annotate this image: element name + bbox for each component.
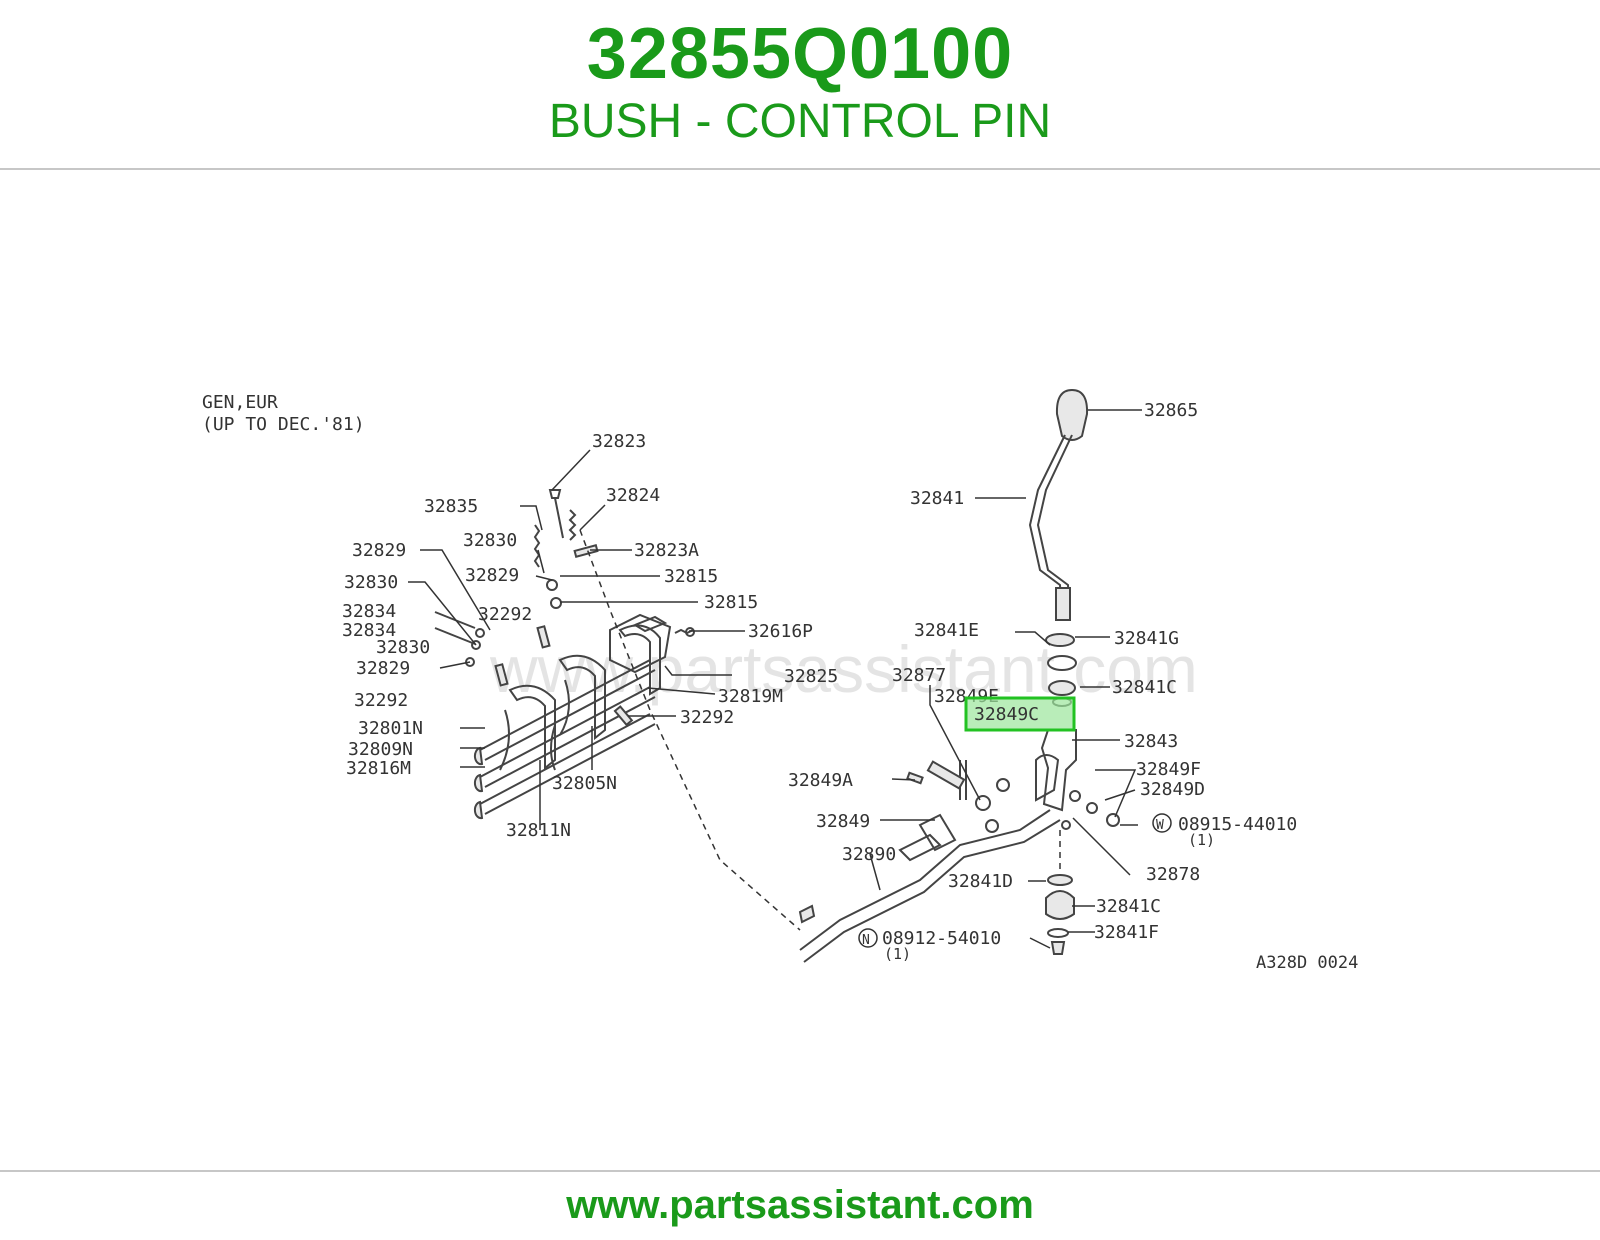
washer-symbol-w: W xyxy=(1156,818,1164,833)
callout-32843: 32843 xyxy=(1124,731,1178,752)
callout-32841G: 32841G xyxy=(1114,628,1179,649)
callout-32877: 32877 xyxy=(892,665,946,686)
callout-32830-b: 32830 xyxy=(344,572,398,593)
callout-32825: 32825 xyxy=(784,666,838,687)
figure-code: A328D 0024 xyxy=(1256,953,1358,973)
callout-32878: 32878 xyxy=(1146,864,1200,885)
shift-lever-assembly xyxy=(798,388,1120,963)
nut-symbol-circle xyxy=(858,928,878,948)
callout-32829-a: 32829 xyxy=(352,540,406,561)
callout-32841E: 32841E xyxy=(914,620,979,641)
callout-32809N: 32809N xyxy=(348,739,413,760)
callout-32841C-b: 32841C xyxy=(1096,896,1161,917)
highlight-box xyxy=(964,696,1076,732)
callout-32823A: 32823A xyxy=(634,540,699,561)
callout-32865: 32865 xyxy=(1144,400,1198,421)
callout-32829-b: 32829 xyxy=(465,565,519,586)
leader-lines xyxy=(408,409,1142,949)
bottom-divider xyxy=(0,1170,1600,1172)
nut-symbol-n: N xyxy=(862,933,870,948)
top-divider xyxy=(0,168,1600,170)
callout-32830-c: 32830 xyxy=(376,637,430,658)
callout-32824: 32824 xyxy=(606,485,660,506)
callout-32834-a: 32834 xyxy=(342,601,396,622)
callout-32841C-a: 32841C xyxy=(1112,677,1177,698)
shift-fork-assembly xyxy=(434,489,801,931)
callout-32835: 32835 xyxy=(424,496,478,517)
callout-32292-a: 32292 xyxy=(478,604,532,625)
callout-labels: 32865 32841 32823 32824 32835 32823A 328… xyxy=(342,400,1358,973)
diagram-note-line2: (UP TO DEC.'81) xyxy=(202,414,365,435)
callout-08915-qty: (1) xyxy=(1188,831,1215,849)
footer-site-link[interactable]: www.partsassistant.com xyxy=(566,1183,1034,1227)
callout-32816M: 32816M xyxy=(346,758,411,779)
callout-32811N: 32811N xyxy=(506,820,571,841)
callout-32292-b: 32292 xyxy=(354,690,408,711)
callout-32805N: 32805N xyxy=(552,773,617,794)
callout-32849A: 32849A xyxy=(788,770,853,791)
shift-knob-shape xyxy=(1055,388,1089,441)
callout-32890: 32890 xyxy=(842,844,896,865)
watermark-text: www.partsassistant.com xyxy=(489,632,1198,706)
callout-08915-44010: 08915-44010 xyxy=(1178,814,1297,835)
callout-32616P: 32616P xyxy=(748,621,813,642)
callout-32823: 32823 xyxy=(592,431,646,452)
callout-32829-c: 32829 xyxy=(356,658,410,679)
callout-32841F: 32841F xyxy=(1094,922,1159,943)
washer-symbol-circle xyxy=(1152,813,1172,833)
diagram-note-line1: GEN,EUR xyxy=(202,392,278,413)
callout-32801N: 32801N xyxy=(358,718,423,739)
callout-08912-qty: (1) xyxy=(884,945,911,963)
callout-08912-54010: 08912-54010 xyxy=(882,928,1001,949)
callout-32841D: 32841D xyxy=(948,871,1013,892)
callout-32292-c: 32292 xyxy=(680,707,734,728)
callout-32834-b: 32834 xyxy=(342,620,396,641)
callout-32849D: 32849D xyxy=(1140,779,1205,800)
parts-diagram: www.partsassistant.com GEN,EUR (UP TO DE… xyxy=(180,330,1420,1020)
diagram-background xyxy=(180,330,1420,1020)
part-number-title: 32855Q0100 xyxy=(586,14,1014,94)
parts-diagram-svg: www.partsassistant.com GEN,EUR (UP TO DE… xyxy=(180,330,1420,1020)
callout-32815-a: 32815 xyxy=(664,566,718,587)
callout-32849F: 32849F xyxy=(1136,759,1201,780)
callout-32841: 32841 xyxy=(910,488,964,509)
highlighted-callout-32849C[interactable]: 32849C xyxy=(964,696,1076,732)
callout-32819M: 32819M xyxy=(718,686,783,707)
part-name-subtitle: BUSH - CONTROL PIN xyxy=(548,95,1052,148)
callout-32830-a: 32830 xyxy=(463,530,517,551)
page-header: 32855Q0100 BUSH - CONTROL PIN xyxy=(0,0,1600,170)
callout-32849C: 32849C xyxy=(974,704,1039,725)
callout-32849: 32849 xyxy=(816,811,870,832)
callout-32815-b: 32815 xyxy=(704,592,758,613)
